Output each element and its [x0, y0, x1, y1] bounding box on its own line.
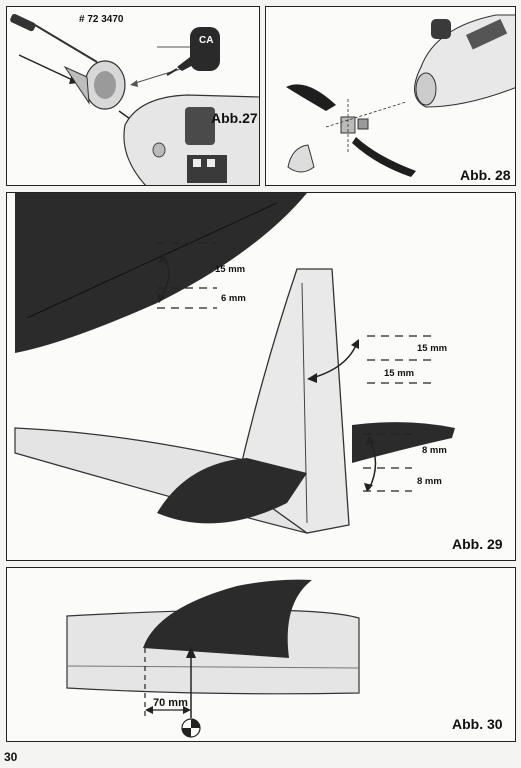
- page-number: 30: [4, 750, 18, 764]
- elevator-left: [157, 458, 307, 524]
- elevator-down-throw-label: 8 mm: [417, 476, 442, 487]
- figure-abb28: Abb. 28: [265, 6, 516, 186]
- propeller-exploded-drawing: [286, 14, 515, 177]
- figure-label-abb30: Abb. 30: [452, 716, 503, 732]
- glue-bottle: [166, 27, 220, 76]
- fuselage-nose: [123, 94, 259, 185]
- figure-label-abb29: Abb. 29: [452, 536, 503, 552]
- elevator-throw-markers: [363, 433, 412, 492]
- rudder-left-throw-label: 15 mm: [417, 343, 448, 354]
- figure-abb27: # 72 3470 CA Abb.27: [6, 6, 260, 186]
- figure-label-abb28: Abb. 28: [460, 167, 511, 183]
- figure-label-abb27: Abb.27: [211, 110, 258, 126]
- center-of-gravity-drawing: [66, 579, 360, 738]
- propeller-blade-upper: [286, 84, 336, 111]
- cg-distance-label: 70 mm: [153, 697, 188, 709]
- rudder-throw-markers: [307, 335, 437, 384]
- elevator-up-throw-label: 8 mm: [422, 445, 447, 456]
- elevator-right: [352, 422, 455, 463]
- propeller-blade-lower: [352, 137, 416, 177]
- wing: [15, 193, 307, 353]
- screwdriver-icon: [10, 13, 98, 63]
- part-number-label: # 72 3470: [79, 14, 124, 25]
- spinner-cone: [63, 60, 126, 110]
- wing-root: [143, 579, 312, 658]
- control-throws-drawing: [14, 193, 455, 534]
- glue-label: CA: [199, 35, 214, 46]
- spinner-cone: [287, 144, 315, 173]
- center-of-gravity-icon: [181, 718, 201, 738]
- wing-up-throw-label: 15 mm: [215, 264, 246, 275]
- figure-abb29: 15 mm 6 mm 15 mm 15 mm 8 mm 8 mm Abb. 29: [6, 192, 516, 561]
- figure-abb30: 70 mm Abb. 30: [6, 567, 516, 742]
- rudder-right-throw-label: 15 mm: [384, 368, 415, 379]
- wing-down-throw-label: 6 mm: [221, 293, 246, 304]
- wing-throw-markers: [157, 242, 217, 309]
- fuselage-with-motor: [414, 14, 515, 108]
- spinner-assembly-drawing: [10, 13, 259, 185]
